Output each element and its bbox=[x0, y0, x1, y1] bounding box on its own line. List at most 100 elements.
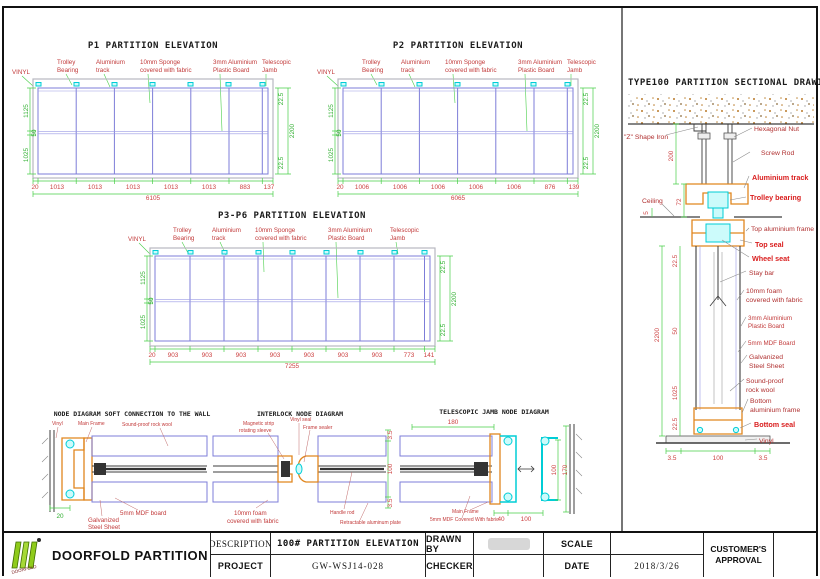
bdim: 1013 bbox=[88, 184, 103, 191]
dim-3-5: 3.5 bbox=[387, 430, 394, 439]
p3-trolley-bearings bbox=[152, 250, 428, 255]
alu-track-label: Aluminium track bbox=[752, 173, 808, 182]
logo-dot bbox=[36, 538, 41, 542]
p2-left-dimline bbox=[332, 87, 341, 175]
dim-100v: 100 bbox=[551, 464, 558, 475]
jamb-label: Telescopic bbox=[390, 227, 419, 234]
bdim: 1013 bbox=[202, 184, 217, 191]
description-value: 100# PARTITION ELEVATION bbox=[270, 533, 425, 555]
bdim: 1006 bbox=[393, 184, 408, 191]
mid-lines bbox=[92, 465, 207, 473]
signature-redaction bbox=[487, 537, 530, 550]
sectional-leaders bbox=[661, 126, 758, 441]
foam-label2: covered with fabric bbox=[227, 518, 279, 525]
dim-3-5: 3.5 bbox=[668, 455, 677, 462]
trolley-bearing-shape bbox=[707, 191, 729, 209]
p3-bottom-dimline bbox=[149, 346, 436, 365]
ceiling-label: Ceiling bbox=[642, 198, 663, 205]
panel-core bbox=[713, 252, 723, 404]
sponge-label2: covered with fabric bbox=[445, 67, 497, 74]
mdf-label: 5mm MDF Board bbox=[748, 340, 796, 347]
panel-top-band bbox=[399, 435, 493, 457]
sheet-border bbox=[2, 6, 818, 576]
dim-1125: 1125 bbox=[140, 271, 147, 285]
dim-5: 5 bbox=[643, 211, 650, 215]
sponge-label2: covered with fabric bbox=[255, 235, 307, 242]
board-label: 3mm Aluminium bbox=[518, 59, 562, 66]
dim-40: 40 bbox=[497, 516, 505, 523]
bolt-block bbox=[94, 463, 106, 475]
wheel-shaft bbox=[712, 207, 724, 219]
date-value: 2018/3/26 bbox=[610, 555, 703, 577]
dim-22-5b: 22.5 bbox=[278, 156, 285, 169]
track-label2: track bbox=[96, 67, 110, 74]
bottom-aluminium-frame-shape bbox=[693, 407, 743, 435]
p2-title: P2 PARTITION ELEVATION bbox=[393, 41, 523, 51]
wall-lines bbox=[49, 430, 55, 512]
nd3-title: TELESCOPIC JAMB NODE DIAGRAM bbox=[439, 408, 549, 416]
main-frame-label: Main Frame bbox=[452, 509, 479, 515]
vinyl-label: VINYL bbox=[12, 69, 30, 76]
sectional-left-dims bbox=[651, 123, 687, 437]
track-label: Aluminium bbox=[212, 227, 241, 234]
nd2-leaders bbox=[255, 423, 369, 521]
p1-rails bbox=[38, 90, 268, 135]
scale-label: SCALE bbox=[543, 533, 610, 555]
dim-3-5b: 3.5 bbox=[387, 498, 394, 507]
sponge-label: 10mm Sponge bbox=[445, 59, 486, 66]
bdim: 903 bbox=[338, 352, 349, 359]
p2-rails bbox=[343, 90, 573, 135]
p1-trolley-bearings bbox=[35, 82, 266, 87]
p3-mullions bbox=[189, 256, 425, 341]
dim-100: 100 bbox=[387, 463, 394, 474]
wall-hatch bbox=[575, 433, 583, 495]
trolley-label: Trolley bbox=[173, 227, 192, 234]
wheel-seat-shape bbox=[705, 223, 731, 243]
sectional-bottom-dims bbox=[665, 448, 771, 454]
p3-right-dimline bbox=[437, 255, 453, 342]
brand-cell: DOORFOLD DOORFOLD PARTITION bbox=[4, 533, 210, 577]
drawn-by-value bbox=[473, 533, 543, 555]
dim-100: 100 bbox=[713, 455, 724, 462]
travel-arrow bbox=[517, 465, 535, 473]
mdf-label: 5mm MDF board bbox=[120, 510, 167, 517]
p1-bottom-dimline bbox=[32, 178, 274, 197]
bframe-label2: aluminium frame bbox=[750, 407, 800, 414]
mid-lines bbox=[213, 465, 386, 473]
dim-1125: 1125 bbox=[328, 104, 335, 118]
screw-rods bbox=[701, 124, 733, 184]
hex-nut-right bbox=[723, 132, 737, 140]
screw-rod-label: Screw Rod bbox=[761, 150, 794, 157]
trolley-label2: Bearing bbox=[362, 67, 384, 74]
right-panel-top-band bbox=[317, 435, 387, 457]
nd3-top-dimline bbox=[411, 424, 495, 430]
bdim: 137 bbox=[264, 184, 275, 191]
dim-22-5-top: 22.5 bbox=[672, 254, 679, 267]
board-label2: Plastic Board bbox=[213, 67, 250, 74]
outer-roller-top bbox=[540, 436, 550, 446]
p2-bottom-dimline bbox=[337, 178, 579, 197]
bdim: 903 bbox=[202, 352, 213, 359]
dim-22-5b: 22.5 bbox=[583, 156, 590, 169]
wall-lines bbox=[569, 424, 575, 514]
p3-title: P3-P6 PARTITION ELEVATION bbox=[218, 211, 366, 221]
wool-label2: rock wool bbox=[746, 387, 775, 394]
bdim: 1006 bbox=[355, 184, 370, 191]
wheel-seat-label: Wheel seat bbox=[752, 254, 790, 263]
magnetic-strip-label: Magnetic strip bbox=[243, 421, 274, 427]
board-label2: Plastic Board bbox=[328, 235, 365, 242]
p3-left-dimline bbox=[144, 255, 153, 342]
p3-rails bbox=[155, 258, 430, 303]
drawn-by-label: DRAWN BY bbox=[425, 533, 473, 555]
p1-elevation-group: P1 PARTITION ELEVATION VINYL Trolley Bea… bbox=[12, 41, 296, 202]
board-label: 3mm Aluminium bbox=[213, 59, 257, 66]
dim-3-5b: 3.5 bbox=[759, 455, 768, 462]
nd1-dimline bbox=[49, 505, 71, 511]
nd3-bottom-dimline bbox=[493, 510, 544, 516]
p2-outer-frame bbox=[337, 78, 579, 179]
z-iron-label: "Z" Shape Iron bbox=[624, 134, 668, 141]
sectional-drawing-group: TYPE100 PARTITION SECTIONAL DRAWING 200 … bbox=[624, 78, 820, 462]
panel-bottom-band bbox=[91, 481, 208, 503]
node-diagram-interlock-group: INTERLOCK NODE DIAGRAM 3.5 100 3.5 Magne… bbox=[212, 410, 401, 526]
bdim: 903 bbox=[270, 352, 281, 359]
